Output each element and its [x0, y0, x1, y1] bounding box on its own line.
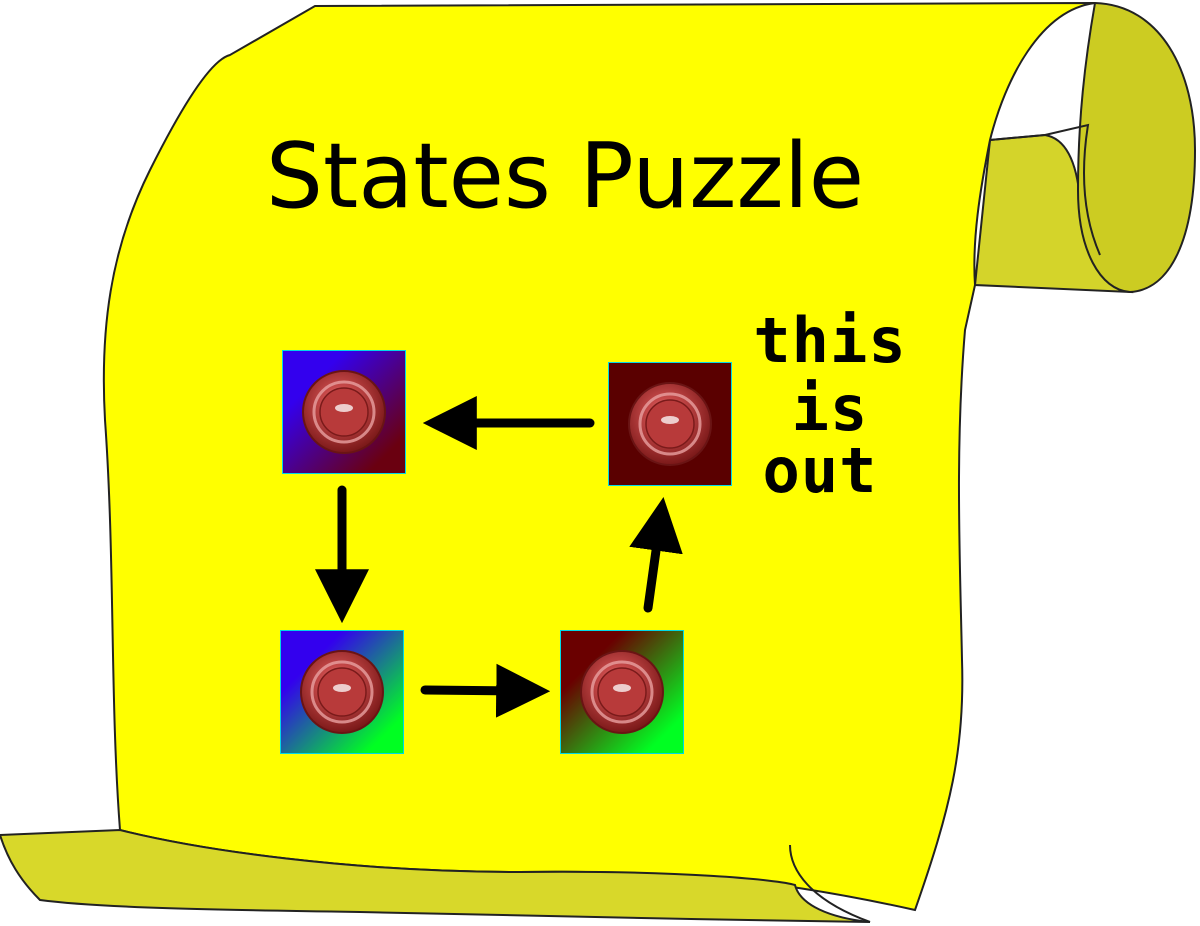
scroll-roll-cap	[1076, 1, 1197, 294]
scroll-bottom-edge	[789, 844, 871, 923]
scroll-roll-inner	[989, 123, 1101, 256]
state-graphic	[609, 363, 731, 485]
state-tile-dark-red[interactable]	[608, 362, 732, 486]
state-tile-blue-red[interactable]	[282, 350, 406, 474]
button-ring	[638, 392, 702, 456]
note-line-this: this	[753, 304, 907, 377]
button-highlight	[333, 684, 351, 692]
button-ring	[312, 380, 376, 444]
state-graphic	[561, 631, 683, 753]
state-graphic	[281, 631, 403, 753]
arrow-redgreen-to-darkred	[629, 497, 683, 613]
state-tile-blue-green[interactable]	[280, 630, 404, 754]
state-graphic	[283, 351, 405, 473]
button-highlight	[613, 684, 631, 692]
button-ring	[590, 660, 654, 724]
note-line-is: is	[791, 372, 869, 445]
note-line-out: out	[762, 434, 878, 507]
button-highlight	[335, 404, 353, 412]
state-tile-red-green[interactable]	[560, 630, 684, 754]
page-title: States Puzzle	[265, 124, 865, 229]
button-highlight	[661, 416, 679, 424]
button-ring	[310, 660, 374, 724]
arrow-bluegreen-to-redgreen	[420, 663, 551, 718]
